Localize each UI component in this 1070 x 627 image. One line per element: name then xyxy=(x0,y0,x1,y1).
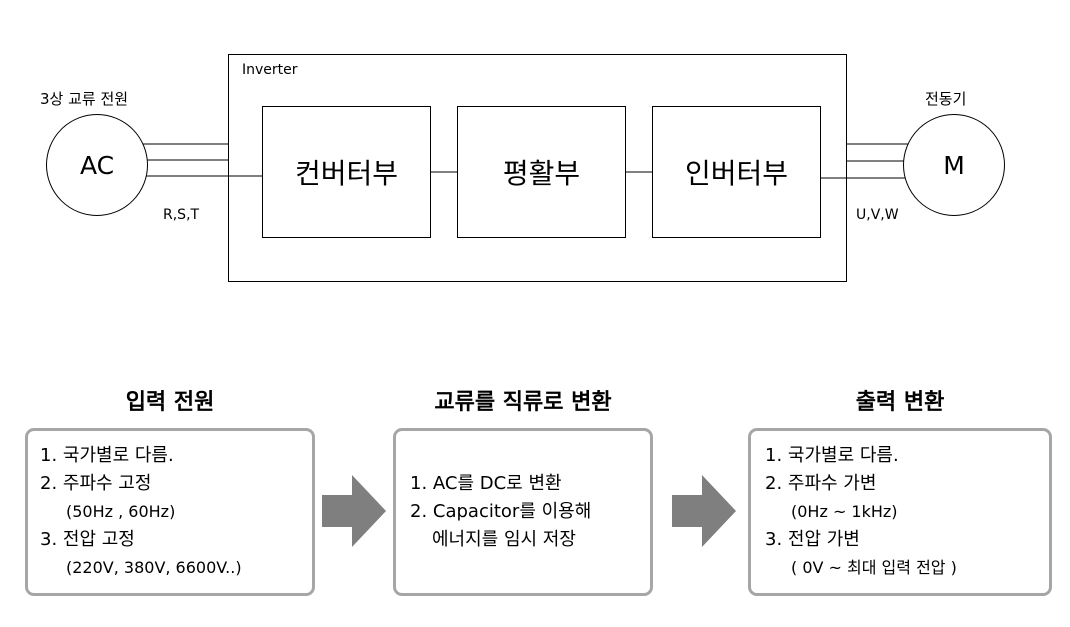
output-conversion-heading: 출력 변환 xyxy=(855,390,945,415)
motor-circle: M xyxy=(903,114,1005,216)
card-line: (50Hz , 60Hz) xyxy=(66,502,176,521)
card-line: 에너지를 임시 저장 xyxy=(432,529,576,550)
card-line: 3. 전압 가변 xyxy=(765,529,860,550)
motor-label: 전동기 xyxy=(925,90,967,108)
card-line: 2. 주파수 고정 xyxy=(40,473,152,494)
input-power-heading: 입력 전원 xyxy=(125,390,215,415)
ac-source-text: AC xyxy=(79,150,115,180)
converter-block-label: 컨버터부 xyxy=(294,157,399,190)
inverter-block-label: 인버터부 xyxy=(684,157,789,190)
card-line: (0Hz ~ 1kHz) xyxy=(791,502,898,521)
card-line: (220V, 380V, 6600V..) xyxy=(66,558,242,577)
motor-text: M xyxy=(943,150,965,180)
card-line: ( 0V ~ 최대 입력 전압 ) xyxy=(791,558,957,577)
smoothing-block-label: 평활부 xyxy=(502,157,581,190)
card-line: 2. Capacitor를 이용해 xyxy=(410,501,592,522)
ac-source-circle: AC xyxy=(46,114,148,216)
card-line: 1. 국가별로 다름. xyxy=(40,445,174,466)
source-label: 3상 교류 전원 xyxy=(40,90,129,108)
ac-to-dc-card: 1. AC를 DC로 변환 2. Capacitor를 이용해 에너지를 임시 … xyxy=(393,428,653,596)
smoothing-block: 평활부 xyxy=(457,106,626,238)
output-phases-label: U,V,W xyxy=(856,207,899,223)
output-conversion-card: 1. 국가별로 다름. 2. 주파수 가변 (0Hz ~ 1kHz) 3. 전압… xyxy=(748,428,1052,596)
inverter-label: Inverter xyxy=(242,62,298,78)
card-line: 1. AC를 DC로 변환 xyxy=(410,473,562,494)
flow-arrow-icon xyxy=(322,475,386,547)
card-line: 2. 주파수 가변 xyxy=(765,473,877,494)
input-power-card: 1. 국가별로 다름. 2. 주파수 고정 (50Hz , 60Hz) 3. 전… xyxy=(25,428,315,596)
input-phases-label: R,S,T xyxy=(163,207,200,223)
card-line: 1. 국가별로 다름. xyxy=(765,445,899,466)
inverter-block: 인버터부 xyxy=(652,106,821,238)
converter-block: 컨버터부 xyxy=(262,106,431,238)
ac-to-dc-heading: 교류를 직류로 변환 xyxy=(434,390,612,415)
inverter-frame xyxy=(228,54,847,282)
card-line: 3. 전압 고정 xyxy=(40,529,135,550)
flow-arrow-icon xyxy=(672,475,736,547)
